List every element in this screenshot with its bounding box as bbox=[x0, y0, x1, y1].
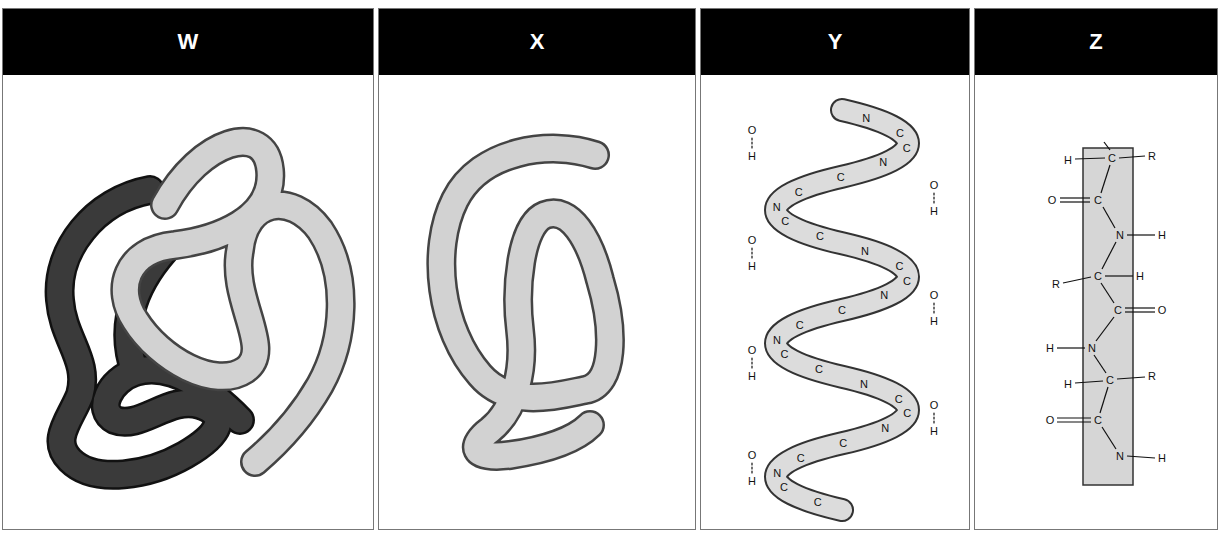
atom-symbol: O bbox=[1048, 194, 1057, 206]
atom-symbol: O bbox=[1158, 304, 1167, 316]
atom-symbol: N bbox=[1116, 450, 1124, 462]
atom-symbol: H bbox=[1064, 154, 1072, 166]
atom-symbol: O bbox=[748, 344, 757, 356]
light-chain bbox=[125, 142, 340, 462]
atom-symbol: H bbox=[930, 315, 938, 327]
atom-symbol: C bbox=[895, 260, 903, 272]
structure-panel: Z bbox=[974, 8, 1218, 530]
atom-symbol: O bbox=[930, 179, 939, 191]
atom-symbol: H bbox=[748, 150, 756, 162]
atom-symbol: C bbox=[1094, 194, 1102, 206]
atom-symbol: C bbox=[780, 481, 788, 493]
atom-symbol: N bbox=[862, 112, 870, 124]
beta-strand bbox=[1057, 142, 1155, 485]
atom-symbol: H bbox=[1046, 342, 1054, 354]
hydrogen-bonds bbox=[752, 138, 934, 473]
atom-symbol: C bbox=[839, 437, 847, 449]
atom-symbol: O bbox=[930, 399, 939, 411]
atom-symbol: N bbox=[773, 334, 781, 346]
strand-band bbox=[1083, 148, 1133, 485]
quaternary-structure bbox=[60, 142, 341, 475]
chain-outline bbox=[441, 149, 609, 456]
atom-symbol: H bbox=[748, 475, 756, 487]
atom-symbol: N bbox=[1116, 229, 1124, 241]
atom-symbol: C bbox=[1094, 414, 1102, 426]
atom-symbol: R bbox=[1148, 370, 1156, 382]
atom-symbol: C bbox=[895, 393, 903, 405]
structure-panel: X bbox=[378, 8, 696, 530]
atom-symbol: R bbox=[1148, 150, 1156, 162]
header-bar: Y bbox=[701, 9, 969, 75]
atom-symbol: N bbox=[860, 378, 868, 390]
atom-symbol: H bbox=[1158, 452, 1166, 464]
atom-symbol: C bbox=[796, 319, 804, 331]
atom-symbol: O bbox=[748, 234, 757, 246]
atom-symbol: O bbox=[930, 289, 939, 301]
atom-symbol: C bbox=[815, 363, 823, 375]
atom-symbol: C bbox=[795, 186, 803, 198]
atom-symbol: N bbox=[773, 467, 781, 479]
atom-symbol: O bbox=[1046, 414, 1055, 426]
atom-symbol: C bbox=[814, 496, 822, 508]
atom-symbol: C bbox=[781, 348, 789, 360]
atom-symbol: C bbox=[903, 275, 911, 287]
atom-symbol: C bbox=[896, 127, 904, 139]
tertiary-structure bbox=[441, 149, 609, 456]
panel-heading: Z bbox=[1089, 29, 1102, 55]
chain bbox=[441, 149, 609, 456]
atom-symbol: O bbox=[748, 449, 757, 461]
atom-symbol: C bbox=[781, 215, 789, 227]
bonds bbox=[1057, 142, 1155, 458]
atom-symbol: C bbox=[816, 230, 824, 242]
atom-symbol: O bbox=[748, 124, 757, 136]
helix-ribbon-outline bbox=[776, 110, 908, 510]
atom-symbol: N bbox=[879, 156, 887, 168]
atom-symbol: C bbox=[1108, 152, 1116, 164]
atom-symbol: H bbox=[748, 260, 756, 272]
atom-symbol: N bbox=[880, 289, 888, 301]
atom-symbol: H bbox=[1136, 270, 1144, 282]
structure-panel: W bbox=[2, 8, 374, 530]
atom-symbol: R bbox=[1052, 278, 1060, 290]
atom-symbol: C bbox=[1106, 374, 1114, 386]
atom-symbol: H bbox=[930, 205, 938, 217]
atom-symbol: C bbox=[903, 407, 911, 419]
light-chain-outline bbox=[125, 142, 340, 462]
atom-symbol: N bbox=[773, 201, 781, 213]
panel-heading: W bbox=[178, 29, 199, 55]
alpha-helix bbox=[752, 110, 934, 510]
header-bar: X bbox=[379, 9, 695, 75]
atom-symbol: C bbox=[837, 171, 845, 183]
panel-heading: X bbox=[530, 29, 545, 55]
atom-symbol: H bbox=[748, 370, 756, 382]
atom-symbol: C bbox=[1114, 304, 1122, 316]
atom-symbol: H bbox=[930, 425, 938, 437]
atom-symbol: H bbox=[1064, 378, 1072, 390]
atom-symbol: N bbox=[861, 245, 869, 257]
atom-symbol: C bbox=[1094, 270, 1102, 282]
atom-symbol: N bbox=[881, 422, 889, 434]
atom-symbol: N bbox=[1088, 342, 1096, 354]
panel-heading: Y bbox=[828, 29, 843, 55]
structure-panel: Y bbox=[700, 8, 970, 530]
helix-ribbon bbox=[776, 110, 908, 510]
atom-symbol: C bbox=[797, 452, 805, 464]
header-bar: W bbox=[3, 9, 373, 75]
atom-symbol: H bbox=[1158, 229, 1166, 241]
header-bar: Z bbox=[975, 9, 1217, 75]
atom-symbol: C bbox=[838, 304, 846, 316]
atom-symbol: C bbox=[903, 142, 911, 154]
